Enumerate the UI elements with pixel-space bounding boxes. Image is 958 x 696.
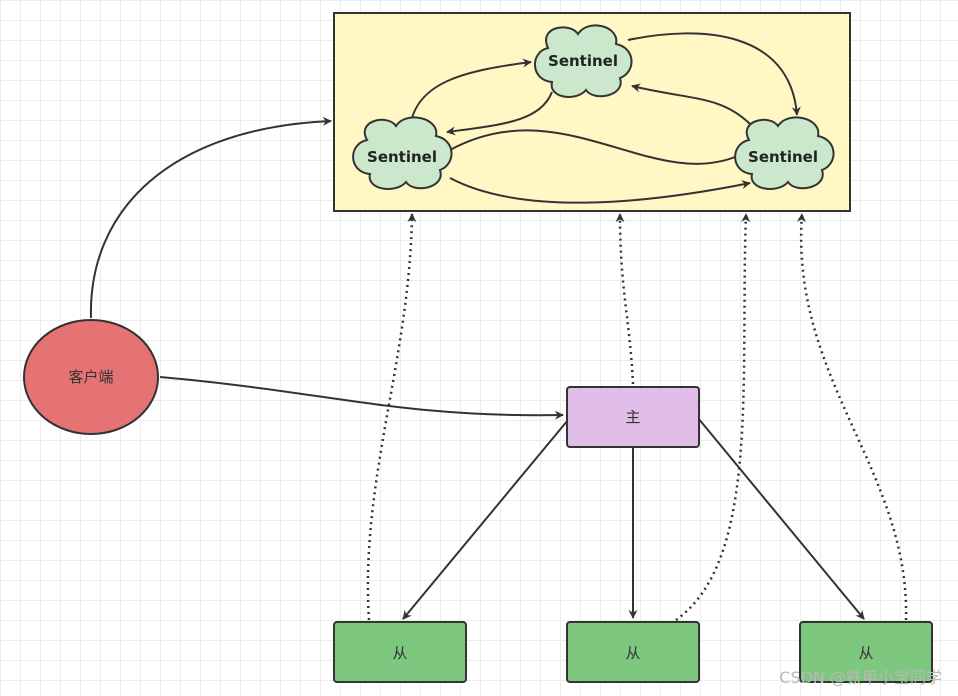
sentinel-label: Sentinel xyxy=(367,148,437,166)
master-node[interactable]: 主 xyxy=(566,386,700,448)
watermark: CSDN @铁甲小宝同学 xyxy=(779,668,942,687)
cloud-shape xyxy=(534,24,633,98)
slave-shape xyxy=(333,621,467,683)
arrow-left-to-right-sentinel xyxy=(449,177,751,204)
arrow-right-to-top-sentinel xyxy=(631,83,751,125)
master-shape xyxy=(566,386,700,448)
slave-node-middle[interactable]: 从 xyxy=(566,621,700,683)
dotted-slave-middle-to-sentinels xyxy=(675,213,751,622)
sentinel-node-left[interactable]: Sentinel xyxy=(352,116,453,190)
arrow-left-to-top-sentinel xyxy=(410,58,532,123)
slave-shape xyxy=(566,621,700,683)
slave-label: 从 xyxy=(392,644,407,662)
arrow-client-to-sentinels xyxy=(89,116,332,319)
arrow-top-to-right-sentinel xyxy=(627,32,801,116)
client-label: 客户端 xyxy=(68,368,113,386)
sentinel-node-top[interactable]: Sentinel xyxy=(534,24,633,98)
slave-shape xyxy=(799,621,933,683)
slave-node-right[interactable]: 从 xyxy=(799,621,933,683)
arrow-right-to-left-sentinel-path xyxy=(449,129,736,165)
dotted-slave-right-to-sentinels xyxy=(796,213,908,621)
arrow-client-to-master xyxy=(159,376,564,420)
arrow-master-to-slave-right xyxy=(697,417,865,620)
slave-label: 从 xyxy=(858,644,873,662)
dotted-master-to-sentinels xyxy=(615,213,635,385)
client-node[interactable]: 客户端 xyxy=(23,319,159,435)
sentinel-label: Sentinel xyxy=(548,52,618,70)
sentinel-node-right[interactable]: Sentinel xyxy=(734,116,835,190)
client-shape xyxy=(23,319,159,435)
cloud-shape xyxy=(352,116,453,190)
master-label: 主 xyxy=(625,408,640,426)
dotted-slave-left-to-sentinels xyxy=(366,213,417,621)
sentinel-label: Sentinel xyxy=(748,148,818,166)
arrow-master-to-slave-left xyxy=(402,419,569,620)
cloud-shape xyxy=(734,116,835,190)
slave-node-left[interactable]: 从 xyxy=(333,621,467,683)
arrow-top-to-left-sentinel xyxy=(446,91,553,136)
slave-label: 从 xyxy=(625,644,640,662)
